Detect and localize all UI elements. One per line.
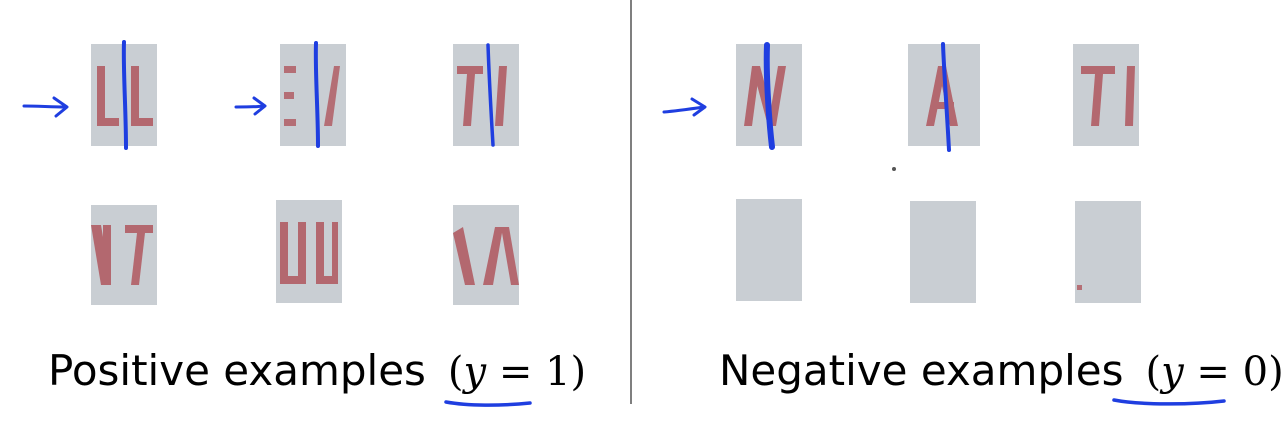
math-value: 1: [545, 349, 571, 395]
negative-example-patch-2: [908, 44, 980, 146]
underline: [1112, 398, 1226, 406]
underline: [444, 400, 532, 407]
math-equals: =: [486, 349, 546, 395]
positive-example-patch-6: [453, 205, 519, 305]
arrow-icon: [662, 105, 706, 114]
math-value: 0: [1242, 349, 1269, 395]
letter-fragment-graphic: [97, 66, 153, 126]
arrow-icon: [52, 96, 69, 118]
positive-caption-text: Positive examples: [48, 346, 426, 395]
arrow-icon: [252, 96, 267, 116]
slide-canvas: Positive examples(y = 1) Negative exampl…: [22, 0, 1284, 407]
positive-label-math: (y = 1): [448, 349, 586, 395]
letter-fragment-graphic: [1077, 285, 1082, 290]
positive-example-patch-1: [91, 44, 157, 146]
positive-example-patch-2: [280, 44, 346, 146]
positive-caption: Positive examples (y = 1): [48, 349, 586, 395]
math-close-paren: ): [570, 349, 587, 395]
arrow-icon: [22, 104, 68, 109]
letter-fragment-graphic: [744, 66, 786, 126]
negative-caption-text: Negative examples: [719, 346, 1124, 395]
positive-example-patch-3: [453, 44, 519, 146]
math-variable: y: [463, 349, 487, 395]
math-variable: y: [1161, 349, 1184, 395]
letter-fragment-graphic: [284, 66, 340, 126]
letter-fragment-graphic: [280, 222, 338, 284]
negative-caption: Negative examples (y = 0): [719, 349, 1284, 395]
letter-fragment-graphic: [457, 66, 507, 126]
positive-example-patch-5: [276, 200, 342, 303]
panel-divider: [630, 0, 632, 404]
negative-example-patch-6: [1075, 201, 1141, 303]
letter-fragment-graphic: [926, 66, 958, 126]
arrow-icon: [690, 97, 707, 117]
negative-example-patch-3: [1073, 44, 1139, 146]
negative-label-math: (y = 0): [1146, 349, 1284, 395]
letter-fragment-graphic: [91, 225, 153, 285]
math-close-paren: ): [1268, 349, 1284, 395]
math-open-paren: (: [447, 349, 464, 395]
negative-example-patch-5: [910, 201, 976, 303]
positive-example-patch-4: [91, 205, 157, 305]
pen-dot: [892, 167, 896, 171]
math-equals: =: [1183, 349, 1243, 395]
negative-example-patch-1: [736, 44, 802, 146]
letter-fragment-graphic: [453, 227, 519, 285]
math-open-paren: (: [1145, 349, 1162, 395]
letter-fragment-graphic: [1081, 66, 1135, 126]
arrow-icon: [234, 104, 266, 109]
negative-example-patch-4: [736, 199, 802, 301]
